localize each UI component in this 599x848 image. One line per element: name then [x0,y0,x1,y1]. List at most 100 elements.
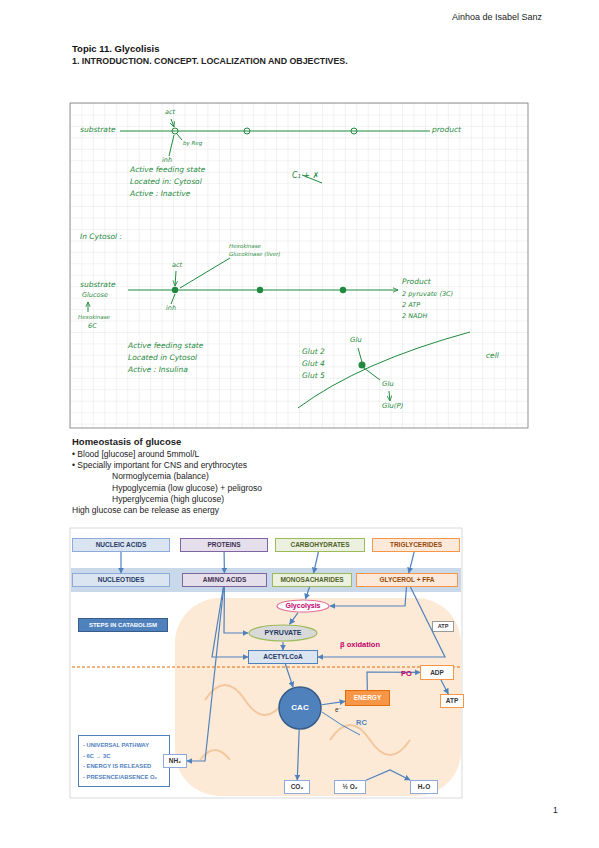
text-label: Normoglycemia (balance) [112,472,209,481]
cycle-circle: CAC [278,686,322,730]
handwritten-note: substrate [80,281,116,289]
leader-arrow [88,302,89,312]
process-box: ATP [440,694,464,708]
flow-arrow [282,642,283,650]
inh-line [169,135,174,156]
process-box: CARBOHYDRATES [275,538,365,552]
node-text: CARBOHYDRATES [290,541,349,548]
handwritten-note: 6C [88,323,97,330]
process-box: STEPS IN CATABOLISM [78,618,168,632]
handwritten-note: substrate [80,126,116,134]
leader-line [358,348,362,362]
summary-box: - UNIVERSAL PATHWAY- 6C → 3C- ENERGY IS … [78,735,170,787]
flow-arrow [224,587,248,633]
flow-arrow [212,587,248,657]
node-text: - PRESENCE/ABSENCE O₂ [83,774,157,780]
text-label: Hyperglycemia (high glucose) [112,495,224,504]
node-text: PYRUVATE [264,629,301,637]
text-label: Homeostasis of glucose [72,437,181,447]
flow-arrow [441,680,448,694]
flow-arrow [187,587,224,761]
flow-arrow [409,552,414,573]
mitochondrion [175,598,461,796]
handwritten-note: Glut 2 [302,348,325,356]
step-circle [172,128,178,134]
flow-arrow [290,613,298,624]
text-label: 1. INTRODUCTION. CONCEPT. LOCALIZATION A… [72,57,348,67]
handwritten-note: Glut 4 [302,360,325,368]
node-text: NUCLEIC ACIDS [96,541,147,548]
node-text: ENERGY [354,694,381,701]
handwritten-note: Glu [382,381,394,389]
process-box: GLYCEROL + FFA [356,573,458,587]
act-arrow [175,271,176,286]
handwritten-note: Product [402,278,431,286]
cell-membrane [298,332,470,408]
flow-arrow [322,701,345,704]
page-title: Topic 11. Glycolisis [72,44,159,54]
electron-path [322,712,360,735]
text-label: High glucose can be release as energy [72,506,219,515]
flow-arrow [224,552,225,573]
process-box: ATP [432,621,454,632]
transporter-dot [359,362,366,369]
handwritten-note: Glut 5 [302,372,325,380]
node-text: H₂O [418,783,431,790]
handwritten-note: C₁ + ✗ [292,172,319,181]
inh-line [171,294,175,304]
node-text: GLYCEROL + FFA [379,576,434,583]
handwritten-note: Glucose [82,292,108,299]
flow-arrow [297,730,299,780]
text-label: RC [356,719,367,727]
node-text: MONOSACHARIDES [280,576,343,583]
handwritten-note: Glucokinase (liver) [229,251,280,257]
step-circle [351,128,357,134]
edge-label: PO [401,670,412,678]
flow-arrow [367,672,420,690]
node-text: - UNIVERSAL PATHWAY [83,742,149,748]
node-shape [277,600,329,612]
leader-arrow [389,391,390,401]
step-dot [172,287,178,293]
process-box: ENERGY [345,690,390,706]
node-text: AMINO ACIDS [203,576,246,583]
process-oval: PYRUVATE [248,624,318,642]
process-box: CO₂ [284,780,310,794]
handwritten-note: 2 NADH [402,313,427,320]
act-arrow [171,119,174,127]
band [71,568,461,592]
process-box: H₂O [410,780,438,794]
step-dot [340,287,346,293]
step-circle [244,128,250,134]
text-label: • Specially important for CNS and erythr… [72,461,247,470]
handwritten-note: Active feeding state [130,166,205,174]
reaction-line [120,131,430,132]
process-box: NUCLEIC ACIDS [72,538,170,552]
text-label: Ainhoa de Isabel Sanz [452,13,542,23]
node-shape [249,625,317,641]
text-label: Hypoglycemia (low glucose) + peligroso [112,484,262,493]
flow-arrow [285,664,293,687]
handwritten-note: Active feeding state [128,342,203,350]
step-dot [257,287,263,293]
grid-box [70,103,528,428]
handwritten-note: inh [166,305,176,312]
text-label: e⁻ [335,706,341,713]
node-text: ATP [438,623,449,629]
process-box: AMINO ACIDS [182,573,267,587]
handwritten-note: act [165,109,175,116]
flow-arrow [120,552,121,573]
membrane-line [72,666,460,667]
handwritten-note: product [432,126,461,134]
node-text: CAC [291,704,308,713]
handwritten-note: Glu(P) [382,403,404,411]
handwritten-note: Located in Cytosol [128,354,197,362]
handwritten-note: cell [486,352,499,360]
leader-line [180,258,230,288]
cristae [200,685,410,760]
edge-label: β oxidation [340,641,380,649]
handwritten-note: 2 pyruvate (3C) [402,291,453,298]
flow-arrow [314,552,319,573]
node-text: ADP [430,669,444,676]
